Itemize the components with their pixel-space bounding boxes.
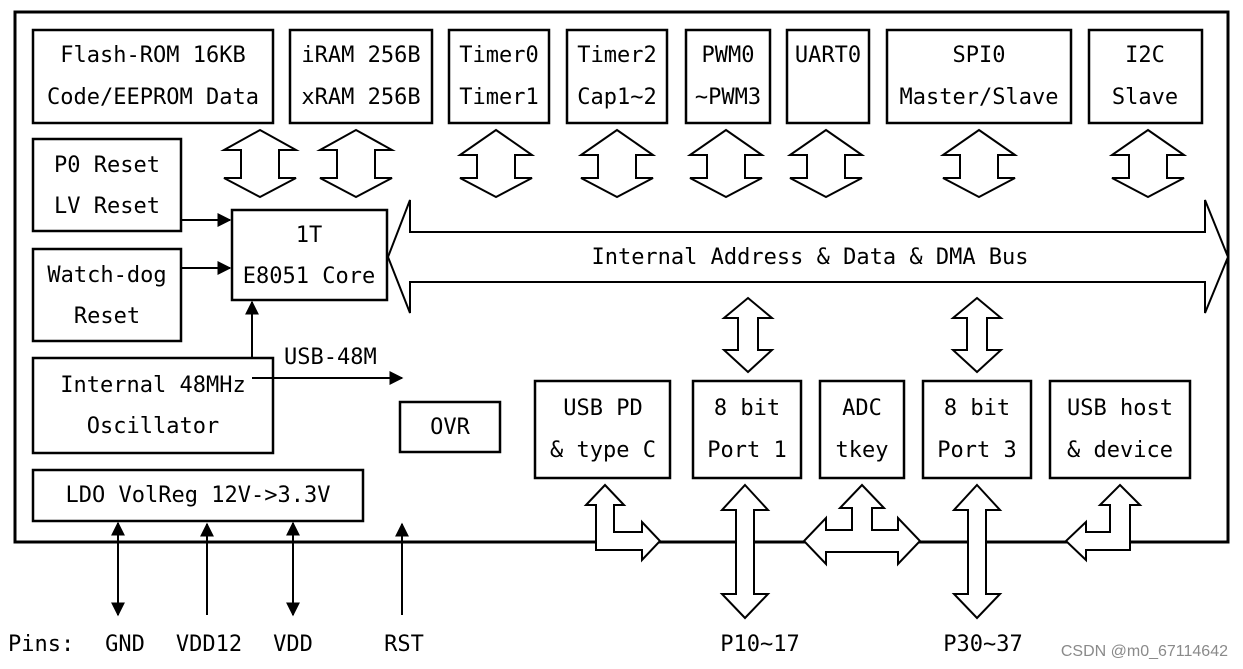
ldo-block: LDO VolReg 12V->3.3V bbox=[31, 468, 365, 523]
internal-bus: Internal Address & Data & DMA Bus bbox=[386, 199, 1230, 314]
ovr-line1: OVR bbox=[430, 415, 470, 440]
adc-line2: tkey bbox=[836, 438, 889, 463]
oscillator-block: Internal 48MHz Oscillator bbox=[31, 356, 275, 455]
port3-pin-arrow bbox=[951, 483, 1003, 620]
usbpd-line1: USB PD bbox=[563, 396, 642, 421]
port3-block: 8 bit Port 3 bbox=[921, 379, 1033, 480]
usbpd-line2: & type C bbox=[550, 438, 656, 463]
port3-line2: Port 3 bbox=[937, 438, 1016, 463]
flash-line1: Flash-ROM 16KB bbox=[60, 43, 245, 68]
pwm-block: PWM0 ~PWM3 bbox=[684, 28, 772, 125]
osc-line1: Internal 48MHz bbox=[60, 373, 245, 398]
flash-rom-block: Flash-ROM 16KB Code/EEPROM Data bbox=[31, 28, 275, 125]
watermark: CSDN @m0_67114642 bbox=[1061, 643, 1228, 660]
watchdog-line1: Watch-dog bbox=[47, 263, 166, 288]
adc-block: ADC tkey bbox=[818, 379, 906, 480]
usbhost-pin-arrow bbox=[1064, 483, 1143, 563]
timer2-bus-arrow bbox=[577, 128, 657, 199]
watchdog-block: Watch-dog Reset bbox=[31, 247, 183, 343]
timer0-line1: Timer0 bbox=[459, 43, 538, 68]
bus-port-arrows bbox=[721, 296, 1004, 374]
pwm-line1: PWM0 bbox=[702, 43, 755, 68]
flash-bus-arrow bbox=[220, 128, 300, 199]
pin-labels: Pins: GND VDD12 VDD RST P10~17 P30~37 bbox=[8, 632, 1023, 657]
flash-line2: Code/EEPROM Data bbox=[47, 85, 259, 110]
i2c-bus-arrow bbox=[1108, 128, 1188, 199]
uart-bus-arrow bbox=[786, 128, 866, 199]
timer2-line1: Timer2 bbox=[577, 43, 656, 68]
vdd-label: VDD bbox=[273, 632, 313, 657]
vdd12-label: VDD12 bbox=[176, 632, 242, 657]
spi-bus-arrow bbox=[939, 128, 1019, 199]
uart-line1: UART0 bbox=[795, 43, 861, 68]
port1-block: 8 bit Port 1 bbox=[691, 379, 803, 480]
spi-line1: SPI0 bbox=[953, 43, 1006, 68]
ram-bus-arrow bbox=[316, 128, 396, 199]
timer2-block: Timer2 Cap1~2 bbox=[565, 28, 669, 125]
ram-line1: iRAM 256B bbox=[301, 43, 420, 68]
core-block: 1T E8051 Core bbox=[230, 208, 389, 302]
pwm-line2: ~PWM3 bbox=[695, 85, 761, 110]
reset-line1: P0 Reset bbox=[54, 153, 160, 178]
bus-port3-arrow bbox=[950, 296, 1004, 374]
reset-block: P0 Reset LV Reset bbox=[31, 137, 183, 233]
ldo-line1: LDO VolReg 12V->3.3V bbox=[66, 483, 331, 508]
power-pin-arrows bbox=[111, 521, 409, 617]
top-bus-arrows bbox=[220, 128, 1188, 199]
core-line2: E8051 Core bbox=[243, 264, 375, 289]
adc-line1: ADC bbox=[842, 396, 882, 421]
ovr-block: OVR bbox=[398, 400, 502, 454]
pwm-bus-arrow bbox=[686, 128, 766, 199]
ram-line2: xRAM 256B bbox=[301, 85, 420, 110]
timer2-line2: Cap1~2 bbox=[577, 85, 656, 110]
usb-clock-label: USB-48M bbox=[284, 345, 377, 370]
bus-label: Internal Address & Data & DMA Bus bbox=[591, 245, 1028, 270]
usbpd-pin-arrow bbox=[583, 483, 662, 563]
pins-label: Pins: bbox=[8, 632, 74, 657]
port1-line2: Port 1 bbox=[707, 438, 786, 463]
timer0-bus-arrow bbox=[456, 128, 536, 199]
p3-pins-label: P30~37 bbox=[943, 632, 1022, 657]
usbhost-line2: & device bbox=[1067, 438, 1173, 463]
i2c-line2: Slave bbox=[1112, 85, 1178, 110]
timer0-block: Timer0 Timer1 bbox=[447, 28, 551, 125]
usbhost-line1: USB host bbox=[1067, 396, 1173, 421]
ram-block: iRAM 256B xRAM 256B bbox=[288, 28, 434, 125]
bottom-pin-arrows bbox=[583, 483, 1143, 620]
uart-block: UART0 bbox=[785, 28, 871, 125]
reset-line2: LV Reset bbox=[54, 194, 160, 219]
usbhost-block: USB host & device bbox=[1048, 379, 1192, 480]
bus-port1-arrow bbox=[721, 296, 775, 374]
core-input-arrows: USB-48M bbox=[181, 213, 404, 385]
core-line1: 1T bbox=[296, 223, 323, 248]
p1-pins-label: P10~17 bbox=[720, 632, 799, 657]
port1-line1: 8 bit bbox=[714, 396, 780, 421]
gnd-label: GND bbox=[105, 632, 145, 657]
timer0-line2: Timer1 bbox=[459, 85, 538, 110]
rst-label: RST bbox=[384, 632, 424, 657]
watchdog-line2: Reset bbox=[74, 304, 140, 329]
i2c-line1: I2C bbox=[1125, 43, 1165, 68]
osc-line2: Oscillator bbox=[87, 414, 219, 439]
port3-line1: 8 bit bbox=[944, 396, 1010, 421]
adc-pin-arrow bbox=[802, 483, 922, 567]
port1-pin-arrow bbox=[719, 483, 771, 620]
i2c-block: I2C Slave bbox=[1087, 28, 1204, 125]
spi-block: SPI0 Master/Slave bbox=[885, 28, 1073, 125]
usbpd-block: USB PD & type C bbox=[533, 379, 672, 480]
spi-line2: Master/Slave bbox=[900, 85, 1059, 110]
